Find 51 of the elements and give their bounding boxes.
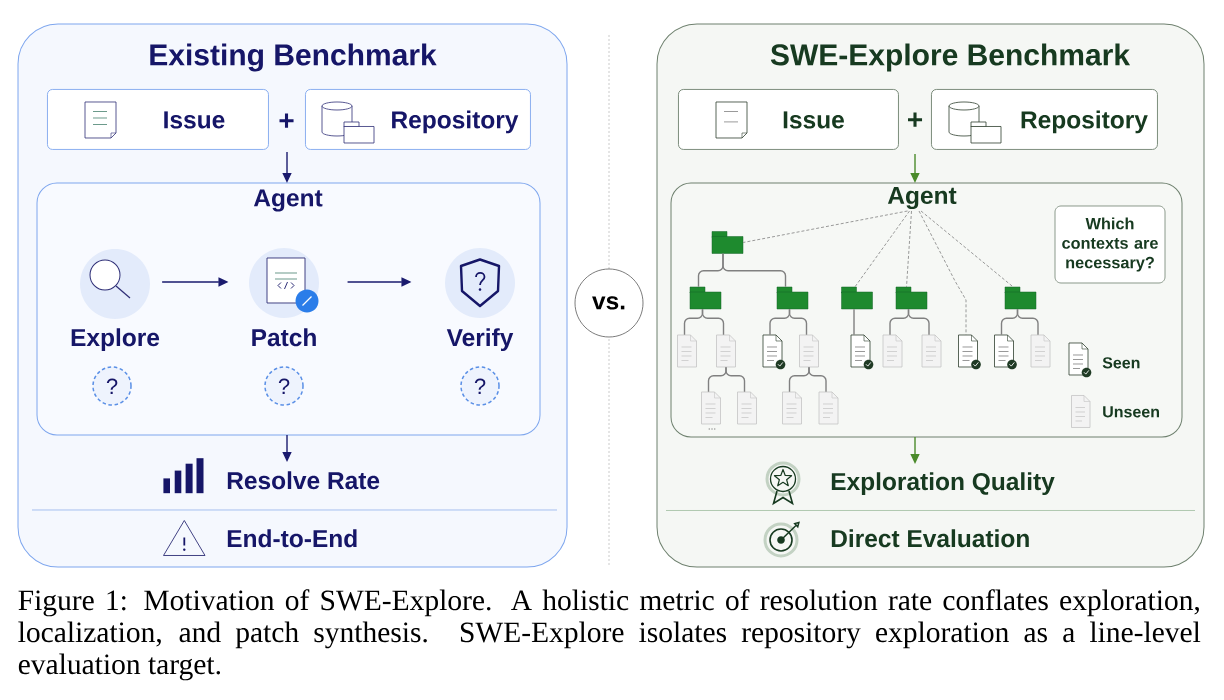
legend-label: Seen xyxy=(1102,357,1140,369)
step-label: Verify xyxy=(446,328,514,352)
folder-icon xyxy=(1004,286,1037,310)
file-icon xyxy=(818,391,839,425)
legend-label: Unseen xyxy=(1103,406,1159,418)
folder-icon xyxy=(895,286,928,310)
connector-line xyxy=(725,366,746,393)
metric-label: Resolve Rate xyxy=(227,471,380,490)
file-icon xyxy=(1030,334,1051,368)
connector-line xyxy=(788,308,808,336)
dashed-line xyxy=(918,210,967,336)
dashed-line xyxy=(854,210,910,288)
folder-icon xyxy=(776,286,809,310)
connector-line xyxy=(722,253,787,288)
file-icon xyxy=(677,334,697,368)
file-icon xyxy=(882,334,903,368)
checked-file-icon xyxy=(762,334,786,370)
evaluation-label: Direct Evaluation xyxy=(831,529,1029,548)
arrow xyxy=(282,434,292,462)
evaluation-label: End-to-End xyxy=(227,529,357,548)
folder-icon xyxy=(711,231,744,254)
connector-line xyxy=(808,366,827,393)
connector-line xyxy=(853,308,855,336)
file-icon xyxy=(782,391,802,425)
checked-file-icon xyxy=(994,334,1017,370)
dashed-line xyxy=(742,210,908,243)
note-box: Which contexts are necessary? xyxy=(1054,205,1166,284)
checked-file-icon xyxy=(958,334,981,370)
file-icon xyxy=(799,334,819,368)
connector-line xyxy=(907,308,930,336)
connector-line xyxy=(701,308,725,336)
step-label: Patch xyxy=(252,328,316,347)
folder-icon xyxy=(689,286,722,310)
dashed-line xyxy=(906,210,912,288)
checked-file-icon xyxy=(850,334,874,370)
file-icon xyxy=(701,391,721,425)
caption: Figure 1: Motivation of SWE-Explore. A holistic metric of resolution rate conflates exploration, localization, and patch synthesis. SWE-Explore isolates repository exploration as a line-level evaluation target. xyxy=(18,589,1201,681)
ellipsis: ... xyxy=(708,428,716,430)
plus-sign: + xyxy=(279,113,294,128)
arrow xyxy=(910,436,920,464)
metric-label: Exploration Quality xyxy=(831,472,1055,496)
dashed-line xyxy=(920,210,1014,288)
input-box: Issue xyxy=(678,89,899,150)
folder-icon xyxy=(841,286,873,310)
step-label: Explore xyxy=(71,328,160,352)
file-icon xyxy=(921,334,942,368)
connector-line xyxy=(1016,308,1039,336)
input-box: Issue xyxy=(47,89,269,150)
plus-sign: + xyxy=(908,112,923,127)
file-icon xyxy=(737,391,757,425)
file-icon xyxy=(716,334,736,368)
